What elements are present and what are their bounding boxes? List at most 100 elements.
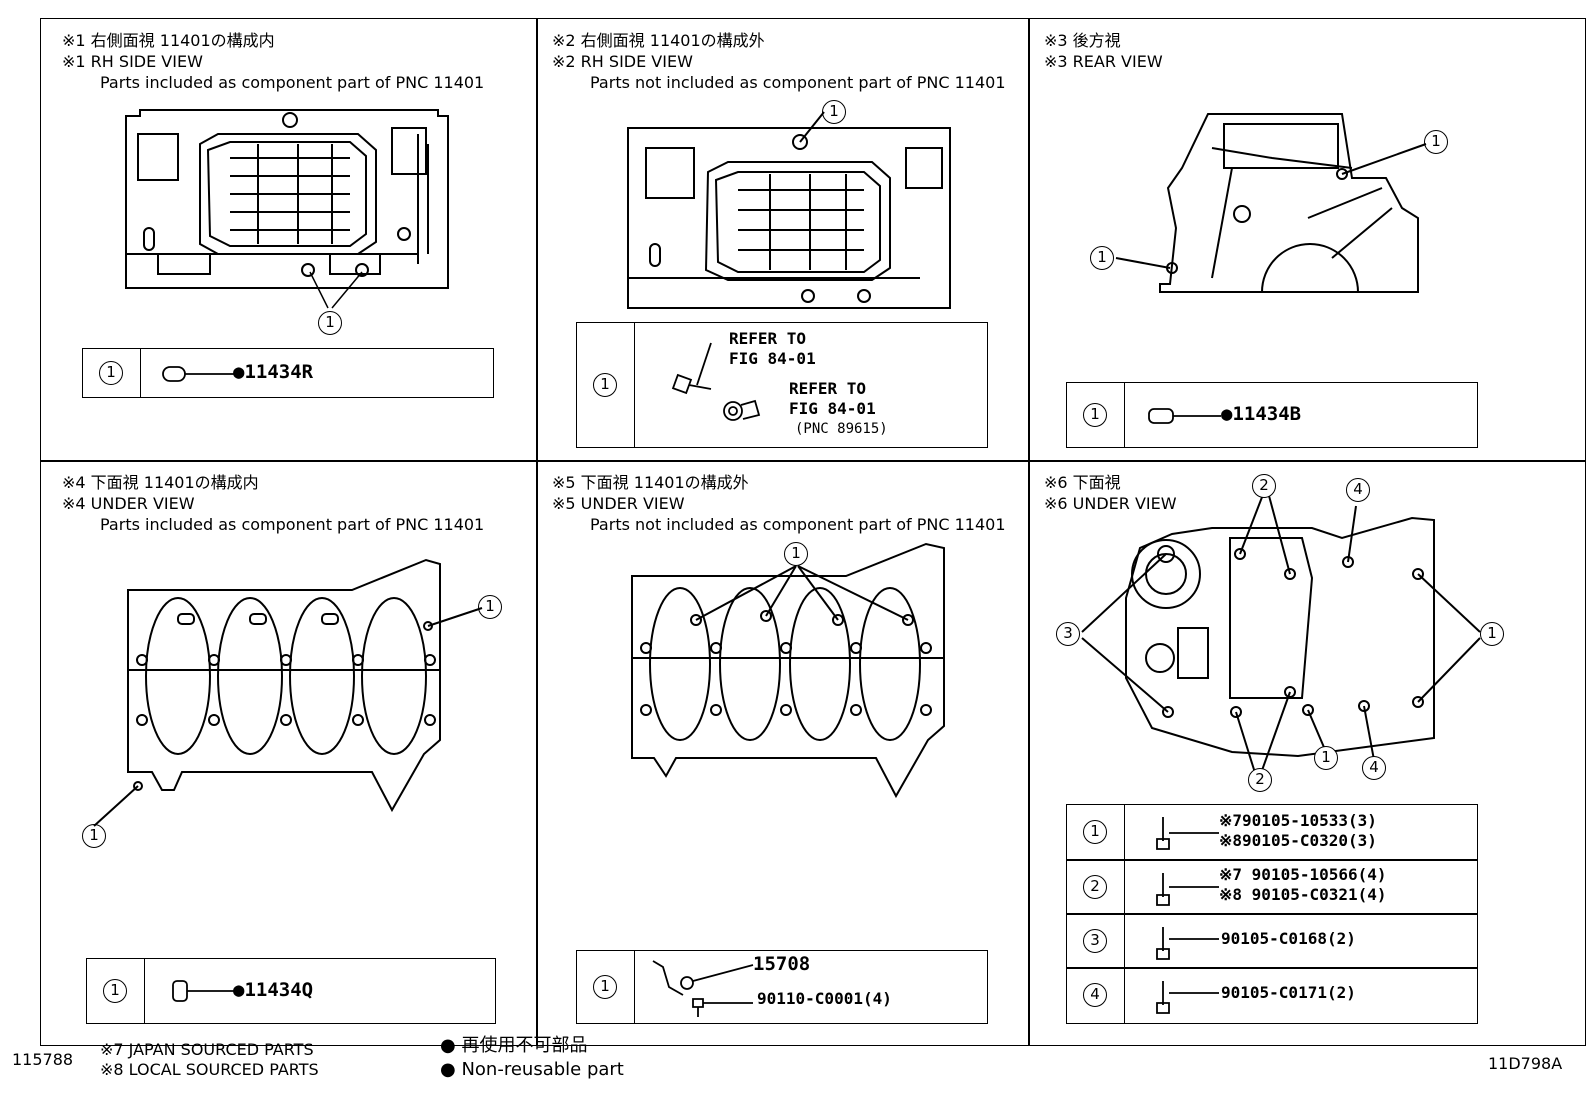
callout-marker: 1 <box>1090 246 1114 270</box>
panel-4-header: ※4 下面視 11401の構成内 ※4 UNDER VIEW Parts inc… <box>62 472 484 535</box>
panel-title-jp: ※4 下面視 11401の構成内 <box>62 473 259 492</box>
bolt-icon <box>1155 869 1225 909</box>
dowel-pin-icon <box>1147 405 1227 427</box>
panel-title-en: ※6 UNDER VIEW <box>1044 494 1177 513</box>
panel-6-header: ※6 下面視 ※6 UNDER VIEW <box>1044 472 1177 514</box>
under-view-drawing <box>1112 498 1442 768</box>
callout-marker: 2 <box>1252 474 1276 498</box>
diagram-frame <box>40 18 1586 1046</box>
part-number: 90110-C0001(4) <box>757 989 892 1008</box>
parts-table-1: 1 ●11434R <box>82 348 494 398</box>
rh-side-view-drawing <box>118 104 458 304</box>
grid-divider <box>40 460 1586 462</box>
grid-divider <box>536 18 538 1046</box>
legend-en: Non-reusable part <box>461 1059 624 1080</box>
callout-marker: 3 <box>1056 622 1080 646</box>
callout-marker: 1 <box>1083 820 1107 844</box>
panel-title-jp: ※3 後方視 <box>1044 31 1121 50</box>
bolt-and-sensor-icon <box>671 341 781 431</box>
panel-note: Parts not included as component part of … <box>590 515 1006 534</box>
panel-note: Parts not included as component part of … <box>590 73 1006 92</box>
part-number: 15708 <box>753 953 811 975</box>
parts-table-3: 1 ●11434B <box>1066 382 1478 448</box>
dowel-pin-icon <box>161 363 241 385</box>
panel-title-en: ※3 REAR VIEW <box>1044 52 1163 71</box>
filled-dot-icon: ● <box>440 1035 456 1056</box>
legend: ● 再使用不可部品 ● Non-reusable part <box>440 1034 624 1082</box>
part-number-pair: ※7 90105-10566(4) ※8 90105-C0321(4) <box>1219 865 1387 905</box>
under-view-drawing <box>122 540 452 820</box>
parts-index-cell: 1 <box>1067 383 1125 447</box>
bolt-icon <box>1155 813 1225 853</box>
parts-index-cell: 1 <box>83 349 141 397</box>
refer-line: REFER TO <box>789 379 867 398</box>
callout-marker: 3 <box>1083 929 1107 953</box>
panel-title-jp: ※2 右側面視 11401の構成外 <box>552 31 765 50</box>
panel-3-header: ※3 後方視 ※3 REAR VIEW <box>1044 30 1163 72</box>
callout-marker: 1 <box>103 979 127 1003</box>
parts-index-cell: 1 <box>577 951 635 1023</box>
part-number: ※890105-C0320(3) <box>1219 831 1377 850</box>
panel-1-header: ※1 右側面視 11401の構成内 ※1 RH SIDE VIEW Parts … <box>62 30 484 93</box>
refer-line: FIG 84-01 <box>729 349 816 368</box>
row-divider <box>1067 967 1477 969</box>
part-number: ●11434Q <box>233 979 314 1001</box>
part-number: ※790105-10533(3) <box>1219 811 1377 830</box>
callout-marker: 1 <box>1083 403 1107 427</box>
parts-table-4: 1 ●11434Q <box>86 958 496 1024</box>
refer-line: FIG 84-01 <box>789 399 876 418</box>
rh-side-view-drawing <box>610 118 960 318</box>
parts-table-6: 1 2 3 4 ※790105-10533(3) ※890105-C0320(3… <box>1066 804 1478 1024</box>
part-number: 90105-C0171(2) <box>1221 983 1356 1002</box>
callout-marker: 1 <box>478 595 502 619</box>
panel-title-en: ※2 RH SIDE VIEW <box>552 52 693 71</box>
illustration-id: 115788 <box>12 1050 74 1069</box>
panel-title-jp: ※1 右側面視 11401の構成内 <box>62 31 275 50</box>
part-number: ※7 90105-10566(4) <box>1219 865 1387 884</box>
part-number: ●11434B <box>1221 403 1302 425</box>
part-number: ●11434R <box>233 361 314 383</box>
panel-note: Parts included as component part of PNC … <box>100 73 485 92</box>
filled-dot-icon: ● <box>440 1059 456 1080</box>
callout-marker: 2 <box>1248 768 1272 792</box>
panel-2-header: ※2 右側面視 11401の構成外 ※2 RH SIDE VIEW Parts … <box>552 30 1006 93</box>
refer-to-label: REFER TO FIG 84-01 <box>729 329 816 369</box>
parts-index-cell: 1 <box>577 323 635 447</box>
refer-to-label: REFER TO FIG 84-01 (PNC 89615) <box>789 379 888 439</box>
callout-marker: 1 <box>822 100 846 124</box>
callout-marker: 2 <box>1083 875 1107 899</box>
callout-marker: 4 <box>1362 756 1386 780</box>
bolt-icon <box>1155 923 1225 963</box>
callout-marker: 1 <box>1424 130 1448 154</box>
callout-marker: 1 <box>593 373 617 397</box>
parts-table-2: 1 REFER TO FIG 84-01 REFER TO FIG 84-01 … <box>576 322 988 448</box>
callout-marker: 4 <box>1346 478 1370 502</box>
refer-line: (PNC 89615) <box>795 421 888 437</box>
panel-title-en: ※5 UNDER VIEW <box>552 494 685 513</box>
bolt-icon <box>1155 977 1225 1017</box>
callout-marker: 1 <box>82 824 106 848</box>
grid-divider <box>1028 18 1030 1046</box>
oil-jet-and-bolt-icon <box>649 955 759 1021</box>
panel-title-en: ※4 UNDER VIEW <box>62 494 195 513</box>
panel-title-en: ※1 RH SIDE VIEW <box>62 52 203 71</box>
parts-index-cell: 1 <box>87 959 145 1023</box>
callout-marker: 1 <box>1480 622 1504 646</box>
under-view-drawing <box>626 540 956 802</box>
leader-lines <box>300 262 370 312</box>
callout-marker: 1 <box>784 542 808 566</box>
row-divider <box>1067 859 1477 861</box>
callout-marker: 1 <box>318 311 342 335</box>
japan-sourced-note: ※7 JAPAN SOURCED PARTS <box>100 1040 314 1059</box>
figure-id: 11D798A <box>1488 1054 1563 1073</box>
part-number-pair: ※790105-10533(3) ※890105-C0320(3) <box>1219 811 1377 851</box>
panel-title-jp: ※5 下面視 11401の構成外 <box>552 473 749 492</box>
callout-marker: 1 <box>99 361 123 385</box>
part-number: 90105-C0168(2) <box>1221 929 1356 948</box>
dowel-pin-icon <box>171 979 241 1003</box>
callout-marker: 1 <box>593 975 617 999</box>
refer-line: REFER TO <box>729 329 807 348</box>
legend-jp: 再使用不可部品 <box>461 1035 588 1056</box>
rear-view-drawing <box>1112 108 1432 298</box>
callout-marker: 4 <box>1083 983 1107 1007</box>
